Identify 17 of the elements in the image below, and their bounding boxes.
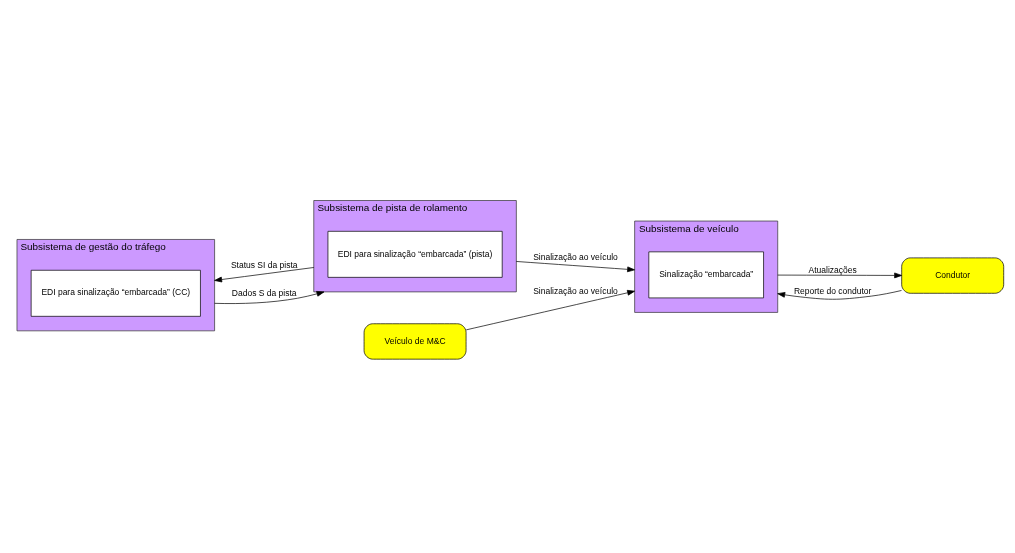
arrow (777, 272, 903, 278)
node-box: Condutor (901, 257, 1005, 294)
arrow (214, 290, 325, 304)
edge-label: Status SI da pista (230, 259, 298, 270)
node-box: Veículo de M&C (363, 322, 467, 360)
edge-label: Dados S da pista (231, 287, 297, 298)
node-box: Sinalização “embarcada” (648, 251, 764, 298)
edge-label: Atualizações (808, 264, 857, 275)
node-box: EDI para sinalização “embarcada” (CC) (30, 269, 201, 317)
edge-label: Sinalização ao veículo (533, 285, 618, 296)
arrow (214, 266, 315, 282)
edge-label: Sinalização ao veículo (533, 251, 618, 262)
arrow (465, 289, 635, 330)
arrow (777, 289, 902, 300)
arrow (516, 260, 635, 272)
node-box: EDI para sinalização “embarcada” (pista) (327, 230, 503, 278)
edge-label: Reporte do condutor (793, 285, 872, 296)
